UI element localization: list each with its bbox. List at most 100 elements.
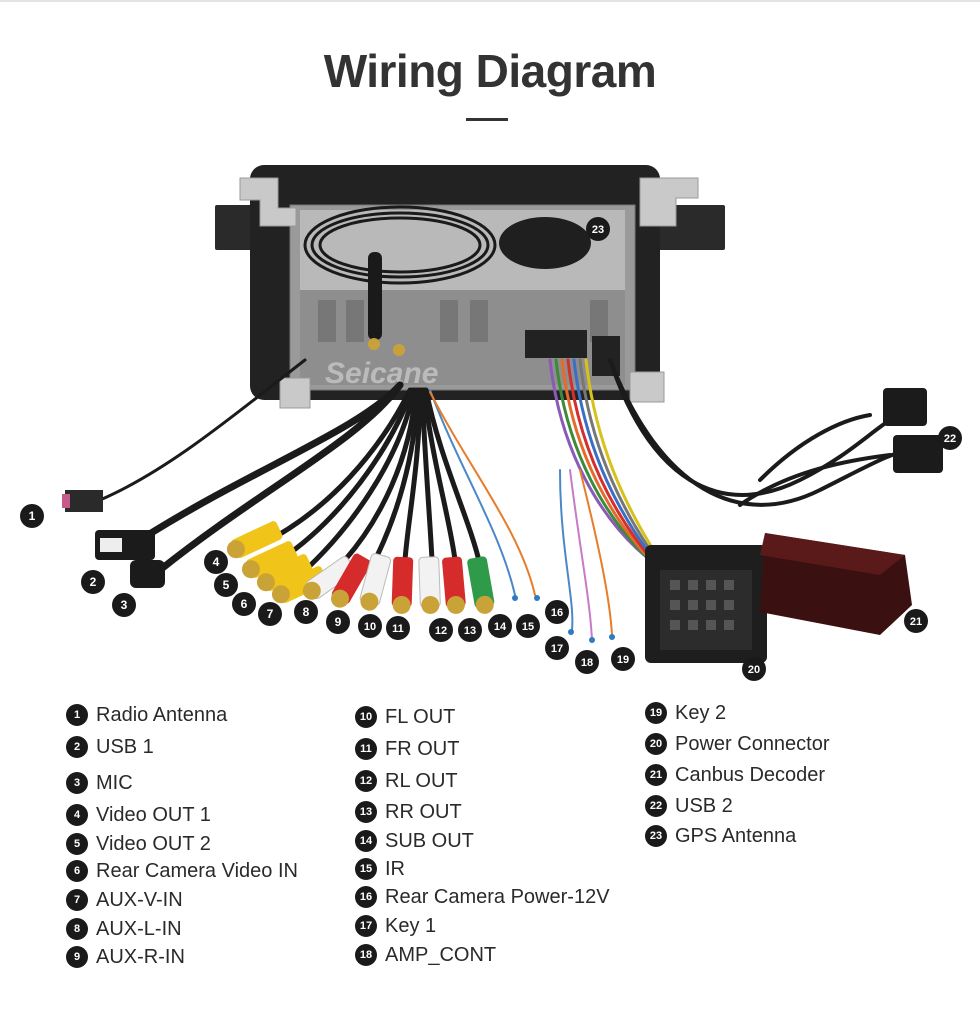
svg-text:9: 9: [335, 615, 342, 629]
page-title: Wiring Diagram: [323, 45, 657, 97]
svg-text:18: 18: [581, 657, 593, 669]
legend-label: USB 1: [96, 735, 154, 758]
legend-item: 3 MIC: [66, 770, 133, 796]
legend-item: 22 USB 2: [645, 793, 733, 819]
callout-7: 7: [258, 602, 282, 626]
legend-number: 4: [66, 804, 88, 826]
legend-label: Power Connector: [675, 732, 830, 755]
callout-15: 15: [516, 614, 540, 638]
svg-text:12: 12: [435, 625, 447, 637]
gps-antenna-puck: [499, 217, 591, 269]
svg-text:15: 15: [522, 621, 534, 633]
legend-item: 13 RR OUT: [355, 799, 462, 825]
callout-12: 12: [429, 618, 453, 642]
legend-number: 10: [355, 706, 377, 728]
callout-23: 23: [586, 217, 610, 241]
svg-text:8: 8: [303, 605, 310, 619]
legend-item: 4 Video OUT 1: [66, 802, 211, 828]
legend-number: 12: [355, 770, 377, 792]
legend-number: 19: [645, 702, 667, 724]
usb1-connector: [95, 530, 155, 560]
legend-number: 23: [645, 825, 667, 847]
legend-number: 17: [355, 915, 377, 937]
callout-21: 21: [904, 609, 928, 633]
legend-label: Canbus Decoder: [675, 763, 826, 786]
svg-text:14: 14: [494, 621, 507, 633]
right-bottom-bracket: [629, 371, 665, 403]
svg-text:4: 4: [213, 555, 220, 569]
radio-antenna-connector: [65, 490, 103, 512]
legend-number: 14: [355, 830, 377, 852]
legend-number: 11: [355, 738, 377, 760]
legend-number: 5: [66, 833, 88, 855]
callout-18: 18: [575, 650, 599, 674]
legend-label: RL OUT: [385, 769, 458, 792]
callout-16: 16: [545, 600, 569, 624]
svg-text:5: 5: [223, 578, 230, 592]
wiring-diagram-illustration: Seicane: [20, 165, 962, 681]
callout-3: 3: [112, 593, 136, 617]
diagram-callouts: 1 2 3 4 5 6 7 8 9 10 11 12 13 14 15 16 1…: [20, 217, 962, 681]
legend-label: AUX-L-IN: [96, 917, 182, 940]
legend-number: 13: [355, 801, 377, 823]
legend-number: 18: [355, 944, 377, 966]
svg-text:1: 1: [29, 509, 36, 523]
canbus-decoder: [760, 533, 912, 635]
legend-number: 15: [355, 858, 377, 880]
legend-number: 8: [66, 918, 88, 940]
harness-plug: [525, 330, 587, 358]
callout-20: 20: [742, 657, 766, 681]
callout-14: 14: [488, 614, 512, 638]
svg-text:22: 22: [944, 433, 956, 445]
legend-item: 2 USB 1: [66, 734, 154, 760]
callout-13: 13: [458, 618, 482, 642]
legend-label: RR OUT: [385, 800, 462, 823]
watermark-text: Seicane: [325, 357, 438, 390]
svg-text:13: 13: [464, 625, 476, 637]
callout-2: 2: [81, 570, 105, 594]
callout-6: 6: [232, 592, 256, 616]
svg-text:3: 3: [121, 598, 128, 612]
legend-number: 3: [66, 772, 88, 794]
callout-10: 10: [358, 614, 382, 638]
legend-label: MIC: [96, 771, 133, 794]
legend-item: 12 RL OUT: [355, 768, 458, 794]
legend-label: Rear Camera Power-12V: [385, 885, 610, 908]
legend-item: 23 GPS Antenna: [645, 823, 796, 849]
head-unit: Seicane: [215, 165, 725, 409]
left-bottom-bracket: [279, 377, 311, 409]
callout-8: 8: [294, 600, 318, 624]
legend-item: 8 AUX-L-IN: [66, 916, 182, 942]
legend-label: USB 2: [675, 794, 733, 817]
legend-item: 14 SUB OUT: [355, 828, 474, 854]
left-top-bracket: [239, 177, 297, 227]
legend-label: GPS Antenna: [675, 824, 797, 847]
callout-19: 19: [611, 647, 635, 671]
callout-5: 5: [214, 573, 238, 597]
svg-text:7: 7: [267, 607, 274, 621]
legend-label: FL OUT: [385, 705, 456, 728]
callout-1: 1: [20, 504, 44, 528]
callout-17: 17: [545, 636, 569, 660]
legend-label: SUB OUT: [385, 829, 474, 852]
svg-text:10: 10: [364, 621, 376, 633]
legend-number: 2: [66, 736, 88, 758]
top-rule: [0, 0, 980, 2]
svg-text:21: 21: [910, 616, 922, 628]
legend-label: Video OUT 1: [96, 803, 211, 826]
svg-text:16: 16: [551, 607, 563, 619]
legend-number: 1: [66, 704, 88, 726]
wifi-antenna-stub: [368, 252, 382, 340]
legend-number: 22: [645, 795, 667, 817]
legend-label: Radio Antenna: [96, 703, 228, 726]
